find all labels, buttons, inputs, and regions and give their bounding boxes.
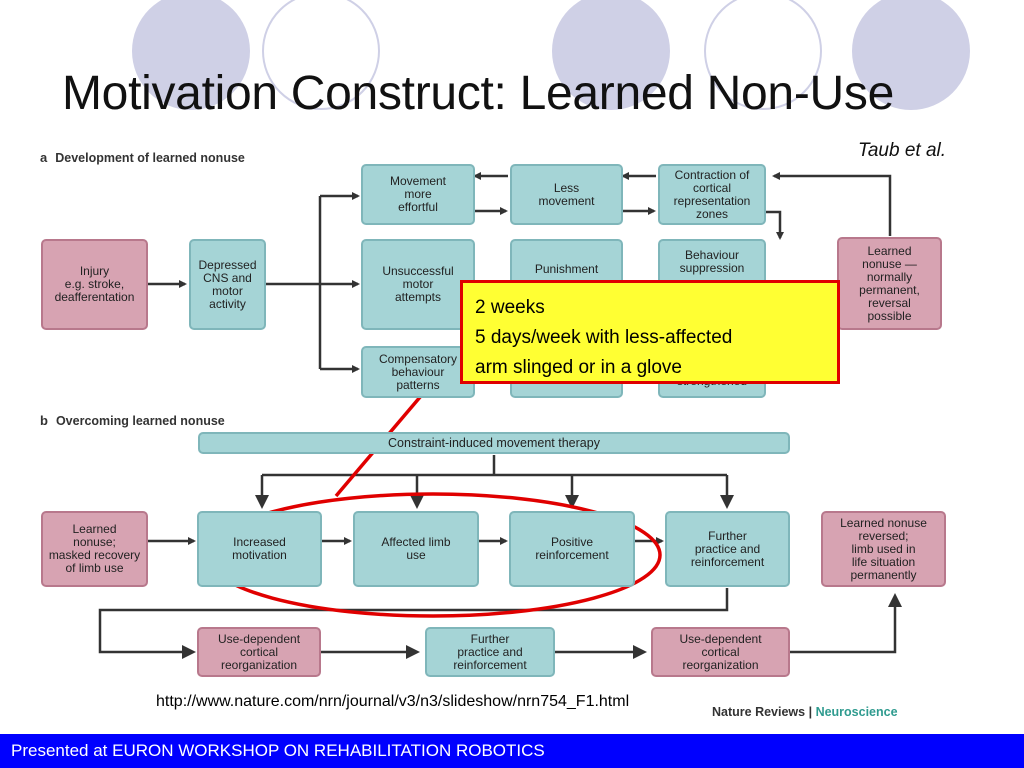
- section-a-title: Development of learned nonuse: [55, 151, 245, 165]
- section-b-letter: b: [40, 413, 48, 428]
- behaviour-suppression-label: Behaviour suppression: [679, 248, 745, 275]
- learned-nonuse-reversed-box: Learned nonuse reversed; limb used in li…: [821, 511, 946, 587]
- learned-nonuse-masked-box: Learned nonuse; masked recovery of limb …: [41, 511, 148, 587]
- callout-line-3: arm slinged or in a glove: [475, 357, 682, 378]
- section-b-label: b Overcoming learned nonuse: [40, 413, 225, 428]
- callout-box: 2 weeks 5 days/week with less-affected a…: [460, 280, 840, 384]
- use-dependent-box-1: Use-dependent cortical reorganization: [197, 627, 321, 677]
- slide-title: Motivation Construct: Learned Non-Use: [62, 67, 894, 120]
- callout-line-2: 5 days/week with less-affected: [475, 327, 733, 348]
- affected-limb-use-box: Affected limb use: [353, 511, 479, 587]
- section-a-label: a Development of learned nonuse: [40, 150, 245, 165]
- decorative-circle: [132, 0, 250, 110]
- brand-field: Neuroscience: [815, 705, 898, 719]
- positive-reinforcement-box: Positive reinforcement: [509, 511, 635, 587]
- journal-brand: Nature Reviews | Neuroscience: [712, 705, 898, 719]
- contraction-box: Contraction of cortical representation z…: [658, 164, 766, 225]
- decorative-ring: [704, 0, 822, 110]
- footer-text: Presented at EURON WORKSHOP ON REHABILIT…: [11, 741, 545, 760]
- arrow-contraction-down: [766, 210, 784, 240]
- use-dependent-box-2: Use-dependent cortical reorganization: [651, 627, 790, 677]
- decorative-ring: [262, 0, 380, 110]
- brand-separator: |: [805, 705, 816, 719]
- brand-journal: Nature Reviews: [712, 705, 806, 719]
- author-credit: Taub et al.: [858, 140, 947, 161]
- movement-effortful-box: Movement more effortful: [361, 164, 475, 225]
- arrow-to-reversed: [790, 593, 902, 654]
- footer-bar: Presented at EURON WORKSHOP ON REHABILIT…: [0, 734, 1024, 768]
- punishment-label: Punishment: [534, 262, 599, 276]
- depressed-cns-box: Depressed CNS and motor activity: [189, 239, 266, 330]
- decorative-circle: [552, 0, 670, 110]
- increased-motivation-box: Increased motivation: [197, 511, 322, 587]
- decorative-circle: [852, 0, 970, 110]
- less-movement-box: Less movement: [510, 164, 623, 225]
- injury-box: Injury e.g. stroke, deafferentation: [41, 239, 148, 330]
- arrow-practice-loop: [98, 588, 729, 659]
- unsuccessful-attempts-box: Unsuccessful motor attempts: [361, 239, 475, 330]
- source-url[interactable]: http://www.nature.com/nrn/journal/v3/n3/…: [156, 693, 630, 710]
- learned-nonuse-box: Learned nonuse — normally permanent, rev…: [837, 237, 942, 330]
- section-a-letter: a: [40, 150, 48, 165]
- compensatory-box: Compensatory behaviour patterns: [361, 346, 475, 398]
- arrow-nonuse-to-contraction: [772, 172, 892, 236]
- further-practice-bottom-box: Further practice and reinforcement: [425, 627, 555, 677]
- further-practice-top-box: Further practice and reinforcement: [665, 511, 790, 587]
- section-b-title: Overcoming learned nonuse: [55, 414, 225, 428]
- cimt-banner: Constraint-induced movement therapy: [198, 432, 790, 454]
- callout-line-1: 2 weeks: [475, 297, 545, 318]
